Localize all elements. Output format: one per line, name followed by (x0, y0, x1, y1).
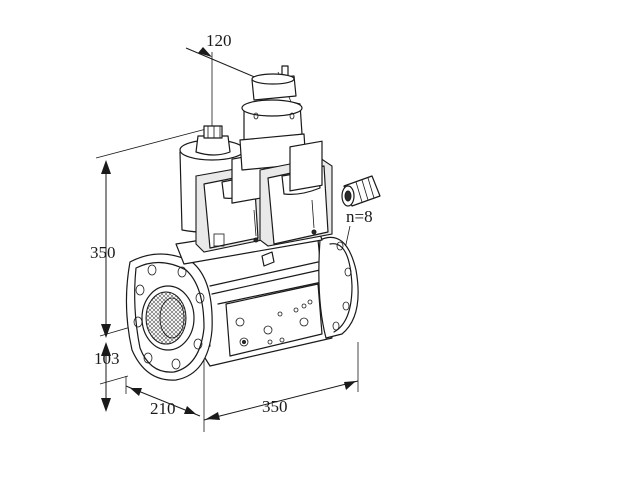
left-solenoid-actuator (179, 125, 265, 253)
dimension-height-lower: 103 (94, 349, 120, 368)
dimension-lines (95, 47, 359, 432)
valve-body (125, 221, 359, 381)
dimension-height-total: 350 (90, 243, 116, 262)
right-pressure-actuator (239, 65, 333, 267)
bolt-count-label: n=8 (346, 207, 373, 226)
dimension-length: 350 (262, 397, 288, 416)
cable-gland-icon (341, 175, 381, 207)
dimension-depth: 210 (150, 399, 176, 418)
dimension-top-width: 120 (206, 31, 232, 50)
